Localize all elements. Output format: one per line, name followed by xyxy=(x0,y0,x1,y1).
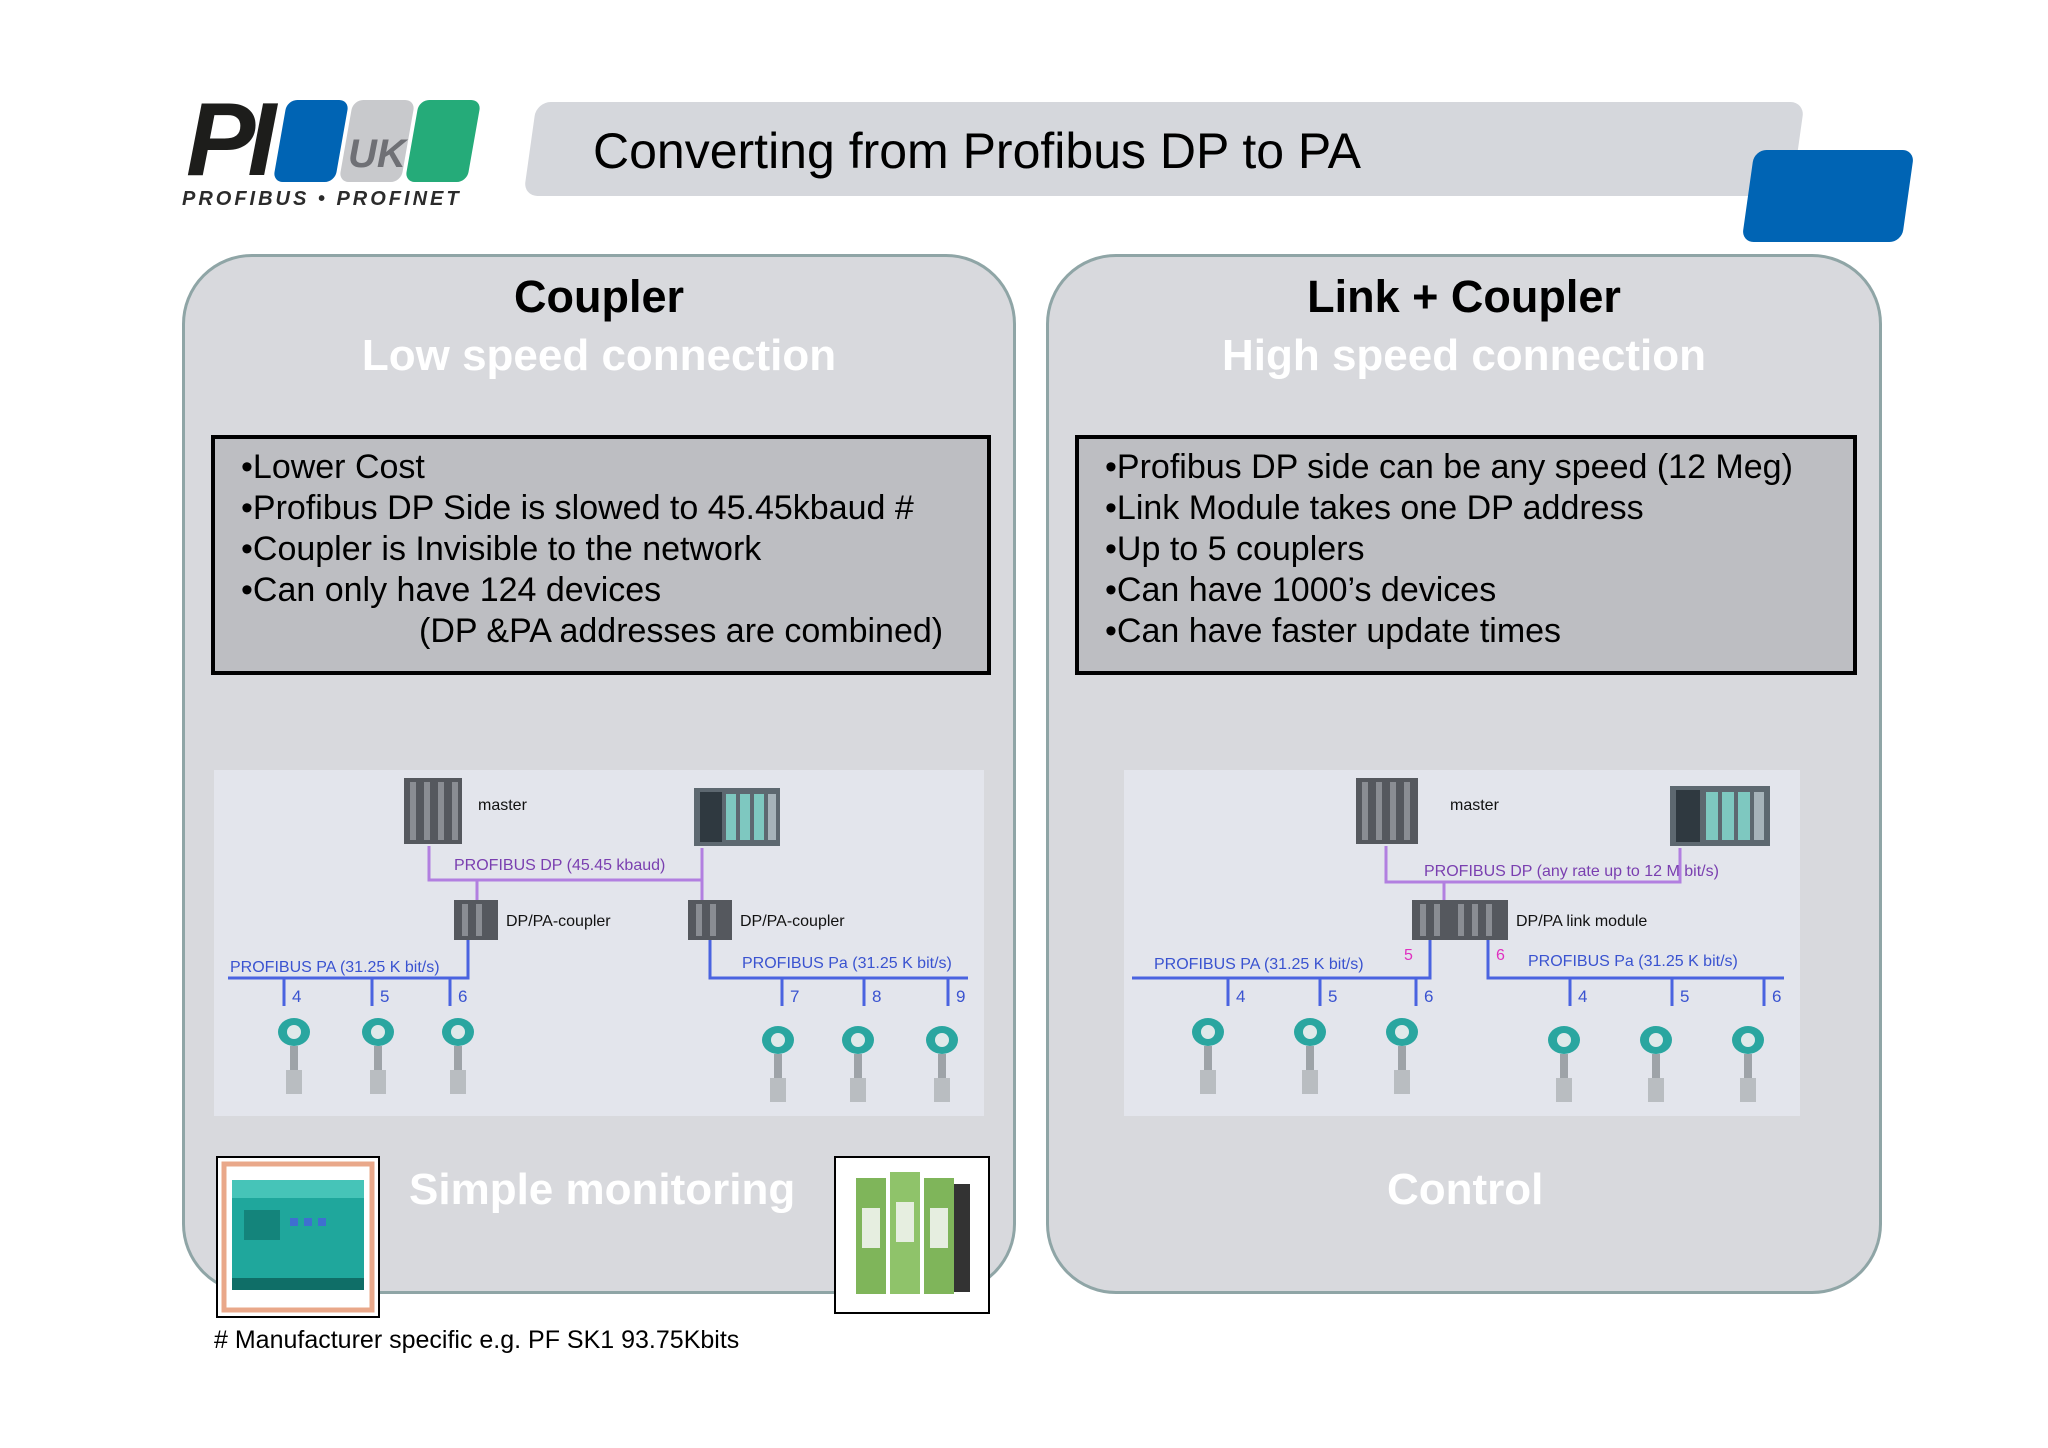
dp-bus-label: PROFIBUS DP (45.45 kbaud) xyxy=(454,857,665,874)
field-device-icon xyxy=(1548,1026,1580,1102)
device-number: 6 xyxy=(1424,987,1433,1006)
pi-uk-logo: PI UK PROFIBUS • PROFINET xyxy=(180,88,482,222)
device-number: 4 xyxy=(292,987,301,1006)
pa-bus-line xyxy=(1486,940,1784,980)
pa2-label: PROFIBUS Pa (31.25 K bit/s) xyxy=(742,955,952,972)
link-address: 6 xyxy=(1496,947,1505,964)
logo-wordmark: PI xyxy=(186,82,276,198)
field-device-icon xyxy=(1192,1018,1224,1094)
link-coupler-bullet-box: •Profibus DP side can be any speed (12 M… xyxy=(1075,435,1857,675)
bullet-item: •Lower Cost xyxy=(241,448,425,486)
footnote: # Manufacturer specific e.g. PF SK1 93.7… xyxy=(214,1326,740,1354)
dp-bus-line xyxy=(427,846,704,882)
link-coupler-panel-subtitle: High speed connection xyxy=(1221,331,1707,380)
device-number: 4 xyxy=(1236,987,1245,1006)
master-rack-icon xyxy=(404,778,462,844)
field-device-icon xyxy=(762,1026,794,1102)
field-device-icon xyxy=(926,1026,958,1102)
bullet-item: •Can have 1000’s devices xyxy=(1105,571,1497,609)
bullet-item: •Profibus DP side can be any speed (12 M… xyxy=(1105,448,1793,486)
field-device-icon xyxy=(1640,1026,1672,1102)
bullet-item: •Can have faster update times xyxy=(1105,612,1562,650)
bullet-item: •Can only have 124 devices xyxy=(241,571,662,609)
logo-blue-block xyxy=(272,100,350,182)
link-module-product-photo xyxy=(834,1156,990,1314)
field-device-icon xyxy=(1294,1018,1326,1094)
coupler-panel-subtitle: Low speed connection xyxy=(361,331,837,380)
dp-bus-line xyxy=(1384,846,1682,884)
link-coupler-panel-title: Link + Coupler xyxy=(1307,271,1621,322)
field-device-icon xyxy=(442,1018,474,1094)
device-number: 5 xyxy=(1680,987,1689,1006)
link-address: 5 xyxy=(1404,947,1413,964)
link-coupler-footer-label: Control xyxy=(1387,1165,1544,1214)
device-number: 6 xyxy=(458,987,467,1006)
device-number: 6 xyxy=(1772,987,1781,1006)
logo-region: UK xyxy=(348,132,406,176)
field-device-icon xyxy=(278,1018,310,1094)
master-rack-icon xyxy=(1356,778,1418,844)
field-device-icon xyxy=(842,1026,874,1102)
bullet-item: •Coupler is Invisible to the network xyxy=(241,530,762,568)
coupler-panel-title: Coupler xyxy=(513,271,684,322)
device-number: 7 xyxy=(790,987,799,1006)
bullet-item: •Up to 5 couplers xyxy=(1105,530,1365,568)
link-coupler-network-diagram: master PROFIBUS DP (any rate up to 12 M … xyxy=(1124,770,1800,1116)
pa-bus-line xyxy=(228,940,470,980)
coupler-footer-label: Simple monitoring xyxy=(409,1165,796,1214)
field-device-icon xyxy=(1386,1018,1418,1094)
plc-icon xyxy=(694,788,780,846)
master-label: master xyxy=(1450,797,1500,814)
coupler-bullet-box: •Lower Cost •Profibus DP Side is slowed … xyxy=(211,435,991,675)
link-module-label: DP/PA link module xyxy=(1516,913,1647,930)
bullet-item: •Profibus DP Side is slowed to 45.45kbau… xyxy=(241,489,914,527)
coupler1-label: DP/PA-coupler xyxy=(506,913,611,930)
device-number: 4 xyxy=(1578,987,1587,1006)
pa2-label: PROFIBUS Pa (31.25 K bit/s) xyxy=(1528,953,1738,970)
pa-bus-line xyxy=(1132,940,1432,980)
field-device-icon xyxy=(362,1018,394,1094)
device-number: 9 xyxy=(956,987,965,1006)
title-accent-block xyxy=(1741,150,1915,242)
field-device-icon xyxy=(1732,1026,1764,1102)
dp-bus-label: PROFIBUS DP (any rate up to 12 M bit/s) xyxy=(1424,863,1719,880)
plc-icon xyxy=(1670,786,1770,846)
bullet-item: (DP &PA addresses are combined) xyxy=(419,612,944,650)
dp-pa-coupler-icon xyxy=(454,900,498,940)
dp-pa-link-module-icon xyxy=(1412,900,1508,940)
device-number: 5 xyxy=(380,987,389,1006)
pa1-label: PROFIBUS PA (31.25 K bit/s) xyxy=(230,959,440,976)
dp-pa-coupler-icon xyxy=(688,900,732,940)
bullet-item: •Link Module takes one DP address xyxy=(1105,489,1644,527)
device-number: 8 xyxy=(872,987,881,1006)
logo-tagline: PROFIBUS • PROFINET xyxy=(182,188,462,210)
master-label: master xyxy=(478,797,528,814)
pa1-label: PROFIBUS PA (31.25 K bit/s) xyxy=(1154,956,1364,973)
logo-green-block xyxy=(404,100,482,182)
coupler2-label: DP/PA-coupler xyxy=(740,913,845,930)
coupler-product-photo xyxy=(216,1156,380,1318)
pa-bus-line xyxy=(708,940,968,980)
slide-title: Converting from Profibus DP to PA xyxy=(593,123,1361,179)
device-number: 5 xyxy=(1328,987,1337,1006)
coupler-network-diagram: master PROFIBUS DP (45.45 kbaud) DP/PA-c… xyxy=(214,770,984,1116)
